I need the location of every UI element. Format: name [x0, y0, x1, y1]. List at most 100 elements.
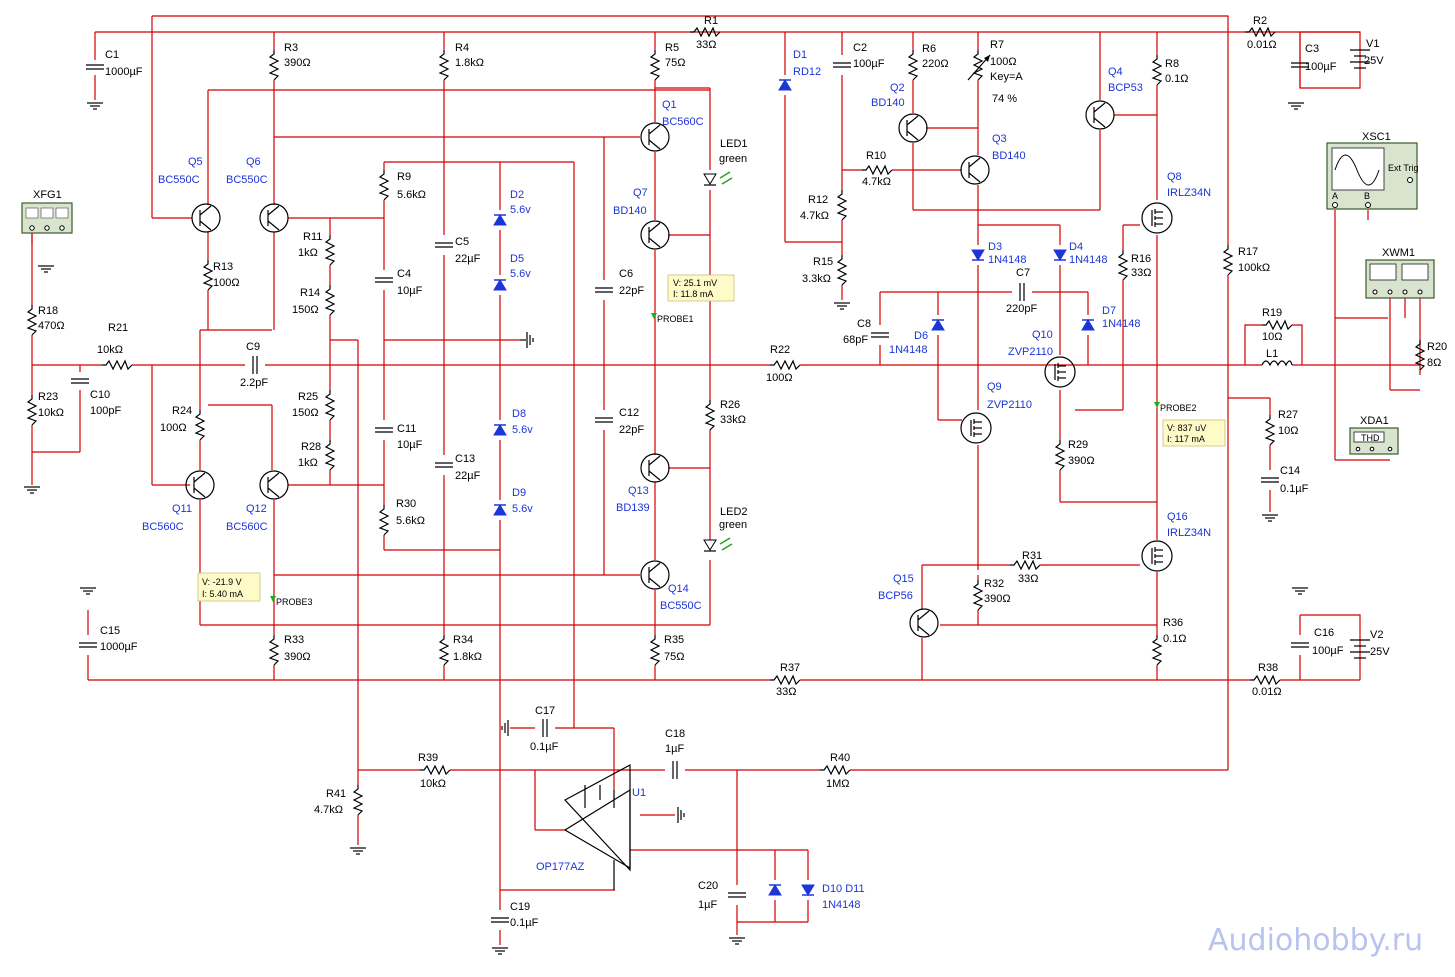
- label-r36-val: 0.1Ω: [1163, 633, 1187, 645]
- label-q8-ref: Q8: [1167, 171, 1182, 183]
- label-r25-val: 150Ω: [292, 407, 319, 419]
- opamp-u1: [563, 763, 631, 890]
- probe-3[interactable]: V: -21.9 V I: 5.40 mA PROBE3: [197, 572, 313, 607]
- label-d2-type: 5.6v: [510, 204, 531, 216]
- probe-3-current: I: 5.40 mA: [202, 589, 243, 599]
- label-c18-ref: C18: [665, 728, 685, 740]
- label-r15-val: 3.3kΩ: [802, 273, 831, 285]
- label-r32-val: 390Ω: [984, 593, 1011, 605]
- label-d3-ref: D3: [988, 241, 1002, 253]
- label-r14-ref: R14: [300, 287, 320, 299]
- label-r7-key: Key=A: [990, 71, 1023, 83]
- label-r40-ref: R40: [830, 752, 850, 764]
- label-v2-ref: V2: [1370, 629, 1383, 641]
- label-c12-val: 22pF: [619, 424, 644, 436]
- label-r17-ref: R17: [1238, 246, 1258, 258]
- label-d10d11-type: 1N4148: [822, 899, 861, 911]
- probe-1-name: PROBE1: [657, 314, 694, 324]
- label-r6-val: 220Ω: [922, 58, 949, 70]
- label-led2-type: green: [719, 519, 747, 531]
- label-r25-ref: R25: [298, 391, 318, 403]
- instrument-xsc1[interactable]: [1326, 142, 1418, 210]
- label-q14-ref: Q14: [668, 583, 689, 595]
- label-q16-ref: Q16: [1167, 511, 1188, 523]
- label-r18-ref: R18: [38, 305, 58, 317]
- label-q12-ref: Q12: [246, 503, 267, 515]
- label-r3-val: 390Ω: [284, 57, 311, 69]
- label-c20-val: 1µF: [698, 899, 717, 911]
- label-r37-val: 33Ω: [776, 686, 796, 698]
- label-c10-val: 100pF: [90, 405, 121, 417]
- label-q3-ref: Q3: [992, 133, 1007, 145]
- labels: R1 33Ω R2 0.01Ω R3 390Ω R4 1.8kΩ R5 75Ω …: [33, 15, 1447, 929]
- label-d1-ref: D1: [793, 49, 807, 61]
- label-r16-val: 33Ω: [1131, 267, 1151, 279]
- label-c2-val: 100µF: [853, 58, 885, 70]
- label-r30-val: 5.6kΩ: [396, 515, 425, 527]
- label-c6-ref: C6: [619, 268, 633, 280]
- label-q9-ref: Q9: [987, 381, 1002, 393]
- label-r31-val: 33Ω: [1018, 573, 1038, 585]
- label-r27-ref: R27: [1278, 409, 1298, 421]
- label-q2-ref: Q2: [890, 82, 905, 94]
- label-r18-val: 470Ω: [38, 320, 65, 332]
- probe-2-voltage: V: 837 uV: [1167, 423, 1206, 433]
- label-r23-ref: R23: [38, 391, 58, 403]
- label-q6-type: BC550C: [226, 174, 268, 186]
- wiring: [31, 15, 1421, 945]
- label-q11-ref: Q11: [172, 503, 192, 515]
- label-l1-ref: L1: [1266, 348, 1278, 360]
- label-c13-val: 22µF: [455, 470, 481, 482]
- label-c17-ref: C17: [535, 705, 555, 717]
- label-c9-val: 2.2pF: [240, 377, 268, 389]
- label-q10-type: ZVP2110: [1008, 346, 1053, 358]
- label-r26-val: 33kΩ: [720, 414, 746, 426]
- instrument-xda1[interactable]: [1349, 427, 1399, 455]
- label-r8-val: 0.1Ω: [1165, 73, 1189, 85]
- label-c11-val: 10µF: [397, 439, 423, 451]
- label-d2-ref: D2: [510, 189, 524, 201]
- label-u1-ref: U1: [632, 787, 646, 799]
- resistors: [27, 27, 1425, 816]
- label-r17-val: 100kΩ: [1238, 262, 1270, 274]
- probe-1-voltage: V: 25.1 mV: [673, 278, 717, 288]
- label-r19-val: 10Ω: [1262, 331, 1282, 343]
- label-r41-val: 4.7kΩ: [314, 804, 343, 816]
- label-r31-ref: R31: [1022, 550, 1042, 562]
- led2-symbol: [703, 537, 733, 552]
- label-q16-type: IRLZ34N: [1167, 527, 1211, 539]
- supplies: [1261, 49, 1370, 659]
- probe-1[interactable]: V: 25.1 mV I: 11.8 mA PROBE1: [651, 274, 735, 324]
- label-c5-val: 22µF: [455, 253, 481, 265]
- label-r39-val: 10kΩ: [420, 778, 446, 790]
- label-r35-val: 75Ω: [664, 651, 684, 663]
- instrument-xfg1[interactable]: [21, 202, 73, 234]
- label-c4-ref: C4: [397, 268, 411, 280]
- label-c16-ref: C16: [1314, 627, 1334, 639]
- label-r26-ref: R26: [720, 399, 740, 411]
- label-d6-type: 1N4148: [889, 344, 928, 356]
- label-c5-ref: C5: [455, 236, 469, 248]
- label-q15-type: BCP56: [878, 590, 913, 602]
- label-r7-percent: 74 %: [992, 93, 1017, 105]
- label-r24-val: 100Ω: [160, 422, 187, 434]
- diodes: [493, 79, 1095, 896]
- probe-2[interactable]: V: 837 uV I: 117 mA PROBE2: [1154, 402, 1226, 447]
- label-q11-type: BC560C: [142, 521, 184, 533]
- label-r3-ref: R3: [284, 42, 298, 54]
- probe-2-current: I: 117 mA: [1167, 434, 1205, 444]
- watermark: Audiohobby.ru: [1208, 923, 1423, 958]
- label-q7-ref: Q7: [633, 187, 648, 199]
- label-r2-val: 0.01Ω: [1247, 39, 1277, 51]
- label-d6-ref: D6: [914, 330, 928, 342]
- label-r29-val: 390Ω: [1068, 455, 1095, 467]
- instrument-xwm1[interactable]: [1365, 259, 1435, 299]
- label-r4-ref: R4: [455, 42, 469, 54]
- label-r11-val: 1kΩ: [298, 247, 318, 259]
- label-r33-ref: R33: [284, 634, 304, 646]
- label-q15-ref: Q15: [893, 573, 914, 585]
- label-r24-ref: R24: [172, 405, 192, 417]
- label-c17-val: 0.1µF: [530, 741, 559, 753]
- label-r10-ref: R10: [866, 150, 886, 162]
- label-v1-val: 25V: [1364, 55, 1384, 67]
